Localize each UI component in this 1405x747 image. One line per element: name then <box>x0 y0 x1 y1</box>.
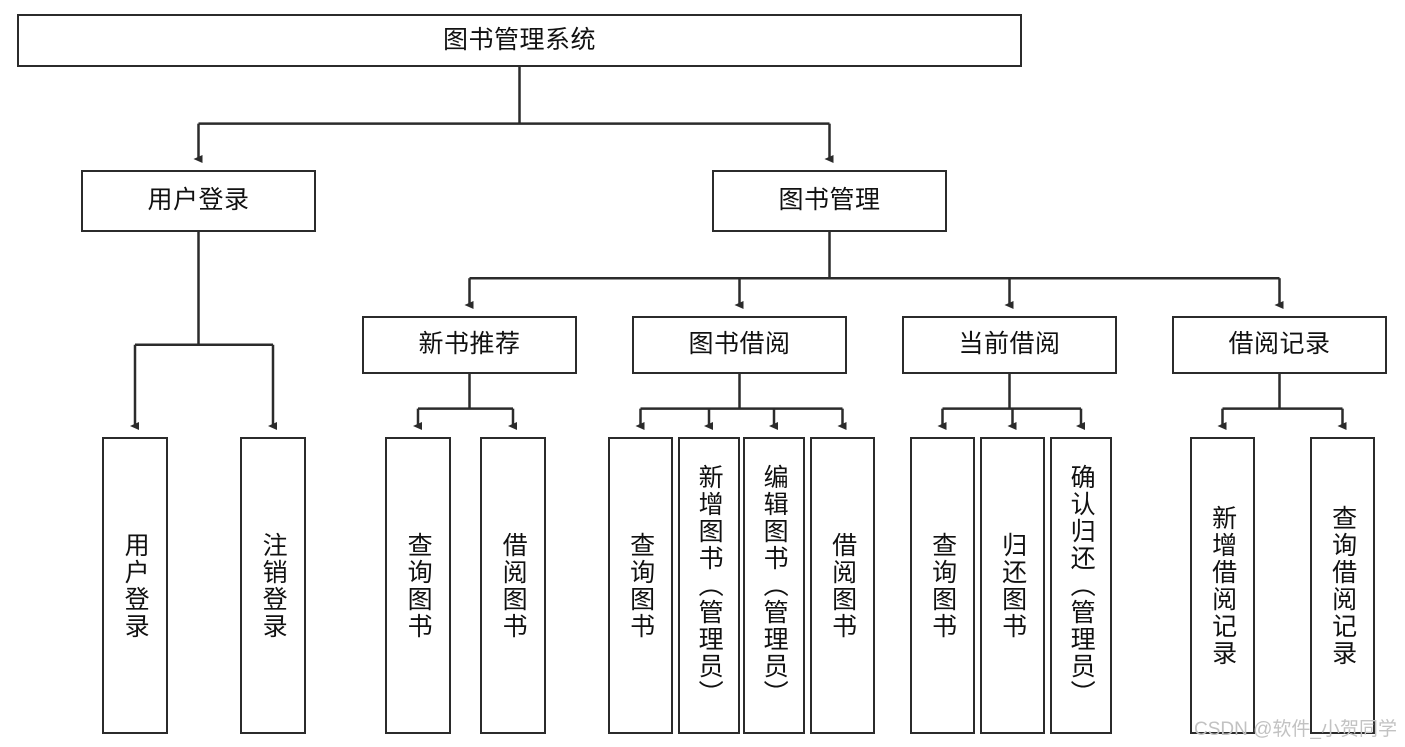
node-label: 图书管理系统 <box>442 25 596 54</box>
node-leaf-11[interactable]: 确认归还（管理员） <box>1050 437 1112 734</box>
node-label: 新增图书（管理员） <box>695 464 724 707</box>
node-label: 当前借阅 <box>958 330 1061 359</box>
node-label: 编辑图书（管理员） <box>760 464 789 707</box>
node-leaf-9[interactable]: 查询图书 <box>910 437 975 734</box>
node-leaf-3[interactable]: 查询图书 <box>385 437 451 734</box>
node-book-borrow[interactable]: 图书借阅 <box>632 316 847 374</box>
node-label: 用户登录 <box>121 531 150 640</box>
node-label: 注销登录 <box>259 531 288 640</box>
node-label: 查询图书 <box>404 531 433 640</box>
node-label: 借阅图书 <box>499 531 528 640</box>
node-leaf-4[interactable]: 借阅图书 <box>480 437 546 734</box>
node-book-manage[interactable]: 图书管理 <box>712 170 947 232</box>
node-leaf-8[interactable]: 借阅图书 <box>810 437 875 734</box>
node-new-book[interactable]: 新书推荐 <box>362 316 577 374</box>
node-leaf-10[interactable]: 归还图书 <box>980 437 1045 734</box>
node-label: 归还图书 <box>998 531 1027 640</box>
node-label: 确认归还（管理员） <box>1067 464 1096 707</box>
node-leaf-6[interactable]: 新增图书（管理员） <box>678 437 740 734</box>
node-leaf-2[interactable]: 注销登录 <box>240 437 306 734</box>
node-leaf-1[interactable]: 用户登录 <box>102 437 168 734</box>
node-label: 图书借阅 <box>688 330 791 359</box>
node-cur-borrow[interactable]: 当前借阅 <box>902 316 1117 374</box>
node-label: 用户登录 <box>147 186 250 215</box>
node-leaf-12[interactable]: 新增借阅记录 <box>1190 437 1255 734</box>
node-label: 新书推荐 <box>418 330 521 359</box>
node-leaf-13[interactable]: 查询借阅记录 <box>1310 437 1375 734</box>
node-label: 借阅图书 <box>828 531 857 640</box>
node-leaf-5[interactable]: 查询图书 <box>608 437 673 734</box>
node-leaf-7[interactable]: 编辑图书（管理员） <box>743 437 805 734</box>
root-node[interactable]: 图书管理系统 <box>17 14 1022 67</box>
node-label: 借阅记录 <box>1228 330 1331 359</box>
node-user-login[interactable]: 用户登录 <box>81 170 316 232</box>
node-label: 新增借阅记录 <box>1208 504 1237 667</box>
node-label: 查询图书 <box>928 531 957 640</box>
node-borrow-rec[interactable]: 借阅记录 <box>1172 316 1387 374</box>
node-label: 查询图书 <box>626 531 655 640</box>
node-label: 查询借阅记录 <box>1328 504 1357 667</box>
node-label: 图书管理 <box>778 186 881 215</box>
